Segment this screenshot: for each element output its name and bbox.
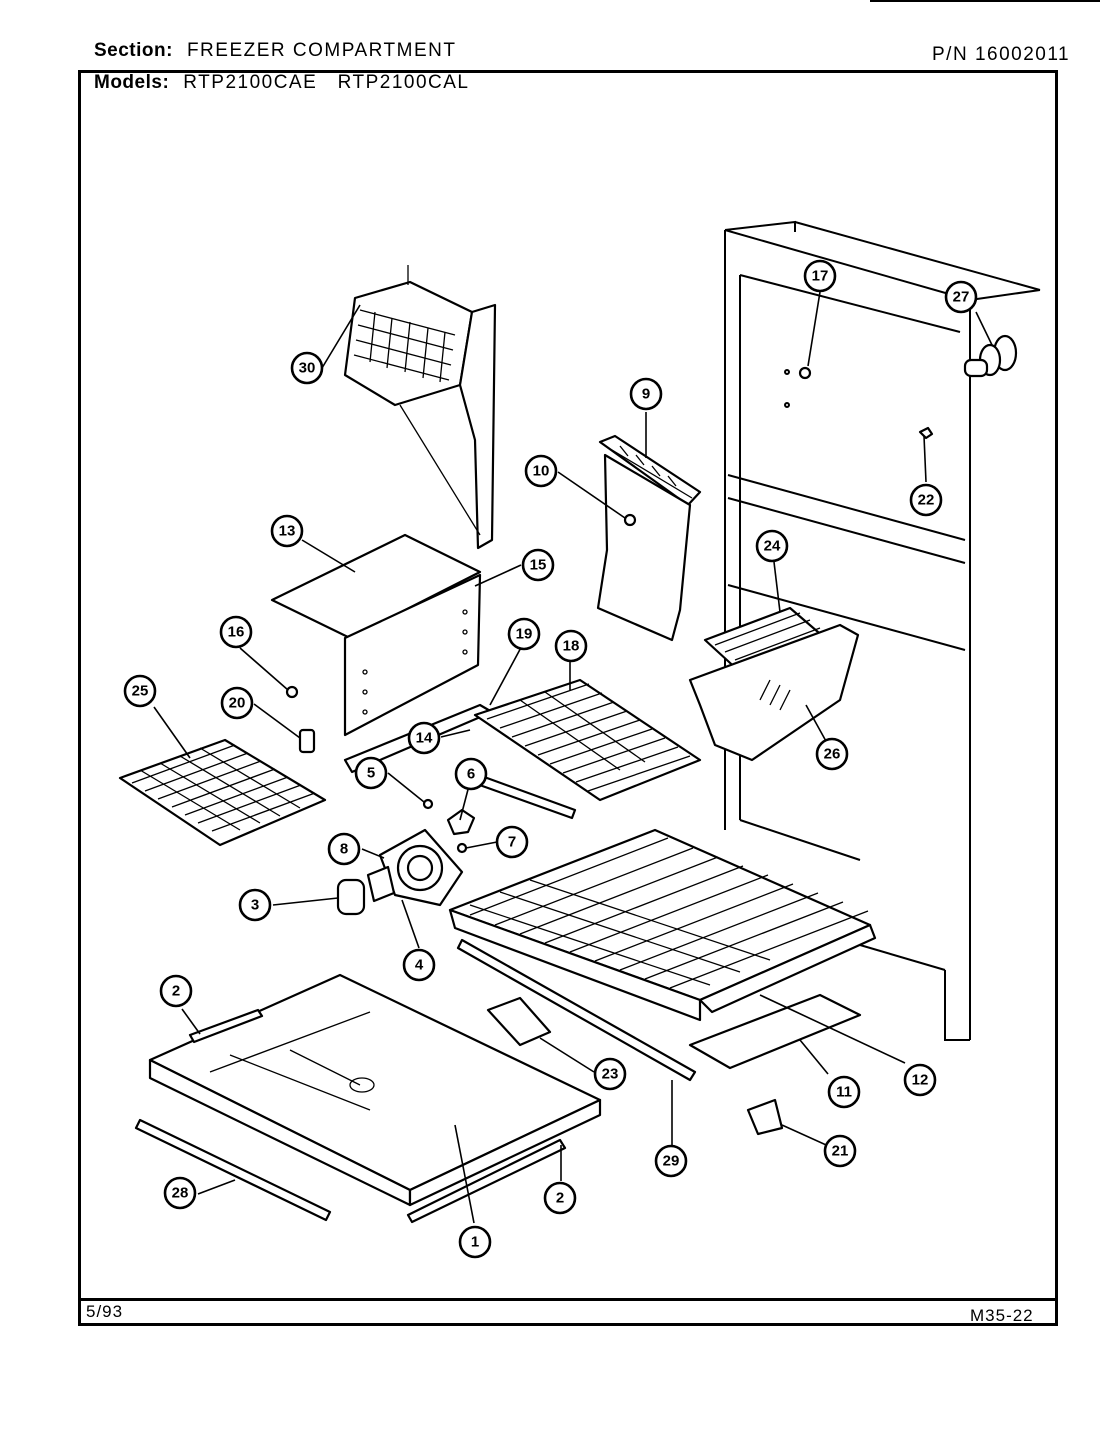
callout-7: 7 bbox=[495, 825, 529, 859]
part-ice-housing bbox=[343, 265, 497, 550]
svg-text:28: 28 bbox=[172, 1185, 189, 1202]
callout-4: 4 bbox=[402, 948, 436, 982]
callout-8: 8 bbox=[327, 832, 361, 866]
callout-30: 30 bbox=[290, 351, 324, 385]
part-ice-box bbox=[270, 533, 482, 737]
section-label: Section: bbox=[94, 40, 173, 61]
callout-3: 3 bbox=[238, 888, 272, 922]
svg-text:24: 24 bbox=[764, 538, 781, 555]
callout-1: 1 bbox=[458, 1225, 492, 1259]
cabinet-liner bbox=[724, 220, 1041, 1041]
part-strip-28 bbox=[134, 1118, 332, 1222]
part-clip-21 bbox=[746, 1098, 784, 1136]
svg-text:7: 7 bbox=[508, 834, 516, 851]
part-trim-strip-29 bbox=[456, 938, 697, 1082]
svg-text:30: 30 bbox=[299, 360, 316, 377]
part-rail-2-right bbox=[406, 1138, 567, 1224]
svg-text:5: 5 bbox=[367, 765, 375, 782]
callout-18: 18 bbox=[554, 629, 588, 663]
part-clip-22 bbox=[918, 426, 934, 440]
callout-22: 22 bbox=[909, 483, 943, 517]
footer-code: M35-22 bbox=[970, 1306, 1034, 1325]
svg-text:6: 6 bbox=[467, 766, 475, 783]
svg-text:29: 29 bbox=[663, 1153, 680, 1170]
part-bottom-pan-1 bbox=[148, 973, 602, 1207]
svg-text:25: 25 bbox=[132, 683, 149, 700]
svg-text:13: 13 bbox=[279, 523, 296, 540]
callout-21: 21 bbox=[823, 1134, 857, 1168]
callout-25: 25 bbox=[123, 674, 157, 708]
svg-text:8: 8 bbox=[340, 841, 348, 858]
callout-2-left: 2 bbox=[159, 974, 193, 1008]
part-light-socket bbox=[963, 334, 1018, 378]
callout-10: 10 bbox=[524, 454, 558, 488]
svg-text:19: 19 bbox=[516, 626, 533, 643]
callout-5: 5 bbox=[354, 756, 388, 790]
section-line: Section: FREEZER COMPARTMENT bbox=[94, 40, 456, 62]
svg-text:4: 4 bbox=[415, 957, 424, 974]
svg-text:14: 14 bbox=[416, 730, 433, 747]
callout-19: 19 bbox=[507, 617, 541, 651]
callout-2-right: 2 bbox=[543, 1181, 577, 1215]
models-value: RTP2100CAE RTP2100CAL bbox=[183, 72, 470, 93]
models-line: Models: RTP2100CAE RTP2100CAL bbox=[94, 72, 470, 94]
callout-27: 27 bbox=[944, 280, 978, 314]
svg-text:2: 2 bbox=[172, 983, 180, 1000]
part-rail-2-left bbox=[188, 1008, 264, 1044]
callout-11: 11 bbox=[827, 1075, 861, 1109]
svg-text:17: 17 bbox=[812, 268, 829, 285]
svg-text:27: 27 bbox=[953, 289, 970, 306]
part-plate-11 bbox=[688, 993, 862, 1070]
part-fan-motor-3 bbox=[336, 878, 366, 916]
part-air-duct bbox=[596, 434, 702, 642]
callout-24: 24 bbox=[755, 529, 789, 563]
callout-16: 16 bbox=[219, 615, 253, 649]
footer-date: 5/93 bbox=[86, 1302, 124, 1321]
callout-15: 15 bbox=[521, 548, 555, 582]
callout-14: 14 bbox=[407, 721, 441, 755]
svg-text:11: 11 bbox=[836, 1084, 852, 1101]
callout-29: 29 bbox=[654, 1144, 688, 1178]
footer-rule bbox=[78, 1298, 1058, 1301]
callout-23: 23 bbox=[593, 1057, 627, 1091]
svg-text:9: 9 bbox=[642, 386, 650, 403]
part-screw-16 bbox=[285, 685, 299, 699]
callout-28: 28 bbox=[163, 1176, 197, 1210]
part-bracket-20 bbox=[298, 728, 316, 754]
svg-text:2: 2 bbox=[556, 1190, 564, 1207]
callout-9: 9 bbox=[629, 377, 663, 411]
callout-6: 6 bbox=[454, 757, 488, 791]
diagram-frame bbox=[78, 70, 1058, 1326]
svg-text:23: 23 bbox=[602, 1066, 619, 1083]
svg-text:12: 12 bbox=[912, 1072, 929, 1089]
callout-12: 12 bbox=[903, 1063, 937, 1097]
part-ice-bucket bbox=[688, 606, 860, 762]
part-fan-assembly bbox=[366, 798, 476, 907]
svg-text:3: 3 bbox=[251, 897, 259, 914]
part-pad-23 bbox=[486, 996, 552, 1047]
callout-20: 20 bbox=[220, 686, 254, 720]
svg-text:20: 20 bbox=[229, 695, 246, 712]
callout-17: 17 bbox=[803, 259, 837, 293]
svg-text:15: 15 bbox=[530, 557, 547, 574]
top-edge-rule bbox=[870, 0, 1100, 2]
svg-text:1: 1 bbox=[471, 1234, 479, 1251]
callout-13: 13 bbox=[270, 514, 304, 548]
part-freezer-shelf-12 bbox=[448, 828, 877, 1022]
part-wire-basket-25 bbox=[118, 738, 327, 847]
part-wire-shelf-18 bbox=[458, 678, 702, 820]
svg-text:18: 18 bbox=[563, 638, 580, 655]
svg-text:22: 22 bbox=[918, 492, 935, 509]
callout-26: 26 bbox=[815, 737, 849, 771]
part-number-value: P/N 16002011 bbox=[932, 44, 1071, 65]
svg-text:16: 16 bbox=[228, 624, 245, 641]
svg-text:21: 21 bbox=[832, 1143, 849, 1160]
models-label: Models: bbox=[94, 72, 170, 93]
part-number: P/N 16002011 bbox=[932, 44, 1070, 66]
svg-text:10: 10 bbox=[533, 463, 550, 480]
svg-text:26: 26 bbox=[824, 746, 841, 763]
part-screw-17 bbox=[798, 366, 812, 380]
section-value: FREEZER COMPARTMENT bbox=[186, 40, 457, 61]
